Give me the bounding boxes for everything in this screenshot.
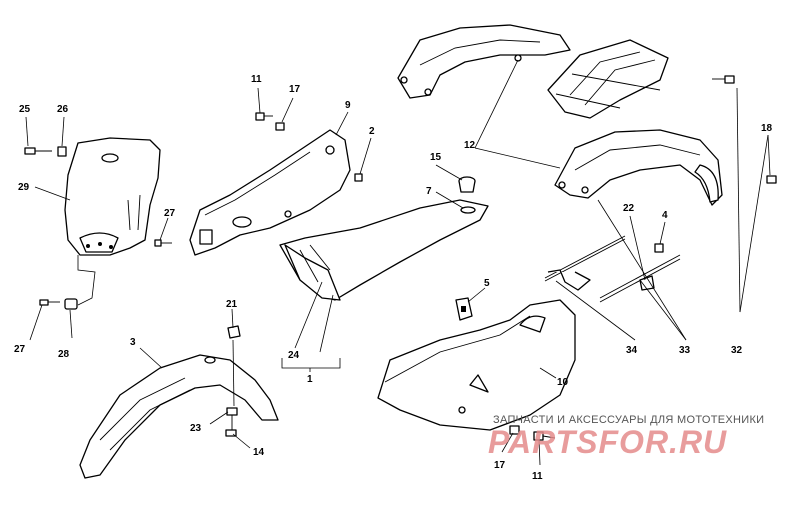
callout-15: 15 [430, 152, 442, 163]
callout-11-upper: 11 [251, 74, 262, 85]
callout-2: 2 [369, 126, 375, 137]
callout-4: 4 [662, 210, 668, 221]
callout-1: 1 [307, 374, 313, 385]
number-plate-part [64, 137, 161, 256]
leader-lines [25, 59, 771, 466]
clip-part [455, 297, 473, 321]
callout-24: 24 [288, 350, 300, 361]
callout-10: 10 [557, 377, 569, 388]
rear-fender-upper-part [397, 24, 571, 99]
callout-17-lower: 17 [494, 460, 506, 471]
callout-12: 12 [464, 140, 476, 151]
fuel-cap-part [458, 176, 476, 214]
rear-fender-lower-part [554, 129, 777, 206]
callout-23: 23 [190, 423, 202, 434]
callout-3: 3 [130, 337, 136, 348]
left-side-panel-part [189, 129, 351, 256]
callout-labels: 25 26 29 27 27 28 11 17 9 2 15 7 12 5 18… [14, 74, 773, 482]
watermark-tagline: ЗАПЧАСТИ И АКСЕССУАРЫ ДЛЯ МОТОТЕХНИКИ [493, 414, 765, 426]
watermark-brand: PARTSFOR.RU [488, 424, 728, 460]
callout-21: 21 [226, 299, 238, 310]
callout-22: 22 [623, 203, 635, 214]
callout-25: 25 [19, 104, 31, 115]
callout-34: 34 [626, 345, 638, 356]
callout-11-lower: 11 [532, 471, 543, 482]
panel-screws [255, 112, 363, 182]
fender-hardware [225, 325, 241, 437]
callout-7: 7 [426, 186, 432, 197]
callout-5: 5 [484, 278, 490, 289]
callout-33: 33 [679, 345, 691, 356]
right-side-panel-part [377, 299, 576, 431]
brackets-part [544, 235, 681, 303]
callout-27-lower: 27 [14, 344, 26, 355]
callout-27-upper: 27 [164, 208, 176, 219]
callout-26: 26 [57, 104, 69, 115]
callout-14: 14 [253, 447, 265, 458]
callout-17-upper: 17 [289, 84, 301, 95]
lower-screws [509, 425, 556, 441]
front-fender-part [79, 354, 279, 479]
plate-bolts [24, 146, 172, 310]
callout-18: 18 [761, 123, 773, 134]
rear-rack-part [547, 39, 735, 119]
callout-32: 32 [731, 345, 743, 356]
callout-29: 29 [18, 182, 30, 193]
callout-9: 9 [345, 100, 351, 111]
seat-part [279, 199, 489, 301]
callout-28: 28 [58, 349, 70, 360]
